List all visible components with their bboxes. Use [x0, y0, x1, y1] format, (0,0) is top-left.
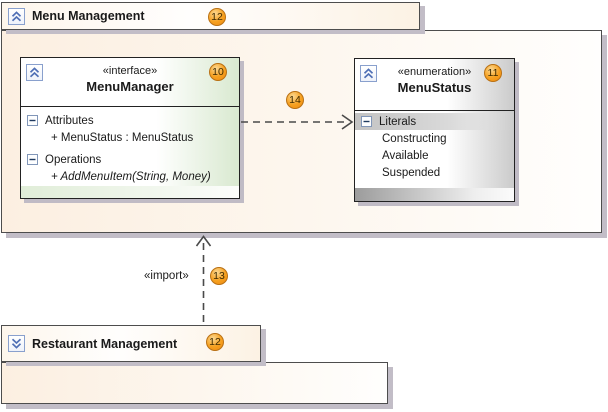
operations-compartment-header[interactable]: Operations — [21, 151, 239, 168]
attributes-compartment-header[interactable]: Attributes — [21, 112, 239, 129]
annotation-badge: 13 — [210, 267, 228, 285]
import-connector[interactable] — [193, 235, 214, 325]
package-restaurant-management-body[interactable] — [1, 362, 388, 404]
collapse-minus-icon — [27, 154, 38, 165]
literal-item[interactable]: Available — [382, 149, 429, 162]
enumeration-name: MenuStatus — [397, 80, 472, 95]
package-title: Menu Management — [32, 9, 145, 23]
operation-item[interactable]: + AddMenuItem(String, Money) — [51, 170, 211, 183]
collapse-minus-icon — [27, 115, 38, 126]
operations-label: Operations — [45, 153, 102, 166]
shape-footer — [21, 186, 239, 198]
import-stereotype-label: «import» — [144, 270, 189, 282]
attribute-item[interactable]: + MenuStatus : MenuStatus — [51, 131, 194, 144]
shape-footer — [355, 188, 514, 201]
annotation-badge: 12 — [206, 333, 224, 351]
dependency-connector[interactable] — [240, 112, 356, 132]
collapse-chevron-up-icon[interactable] — [360, 65, 377, 82]
interface-menumanager-shape[interactable]: «interface» MenuManager 10 Attributes + … — [20, 57, 240, 199]
literal-item[interactable]: Suspended — [382, 166, 441, 179]
annotation-badge: 10 — [209, 63, 227, 81]
stereotype-label: «enumeration» — [397, 66, 472, 78]
collapse-chevron-up-icon[interactable] — [8, 7, 25, 25]
interface-name: MenuManager — [86, 79, 174, 94]
literals-label: Literals — [379, 115, 417, 128]
package-restaurant-management-tab[interactable]: Restaurant Management 12 — [1, 325, 261, 362]
enumeration-header: «enumeration» MenuStatus 11 — [355, 59, 514, 111]
package-title: Restaurant Management — [32, 336, 178, 351]
collapse-minus-icon — [361, 116, 372, 127]
annotation-badge: 14 — [286, 91, 304, 109]
attributes-label: Attributes — [45, 114, 94, 127]
collapse-chevron-up-icon[interactable] — [26, 64, 43, 81]
literal-item[interactable]: Constructing — [382, 132, 447, 145]
package-menu-management-tab[interactable]: Menu Management 12 — [1, 2, 420, 30]
interface-header: «interface» MenuManager 10 — [21, 58, 239, 107]
expand-chevron-down-icon[interactable] — [8, 335, 25, 352]
stereotype-label: «interface» — [102, 65, 158, 77]
annotation-badge: 11 — [484, 64, 502, 82]
literals-compartment-header[interactable]: Literals — [355, 113, 514, 130]
annotation-badge: 12 — [208, 8, 226, 26]
enumeration-menustatus-shape[interactable]: «enumeration» MenuStatus 11 Literals Con… — [354, 58, 515, 202]
